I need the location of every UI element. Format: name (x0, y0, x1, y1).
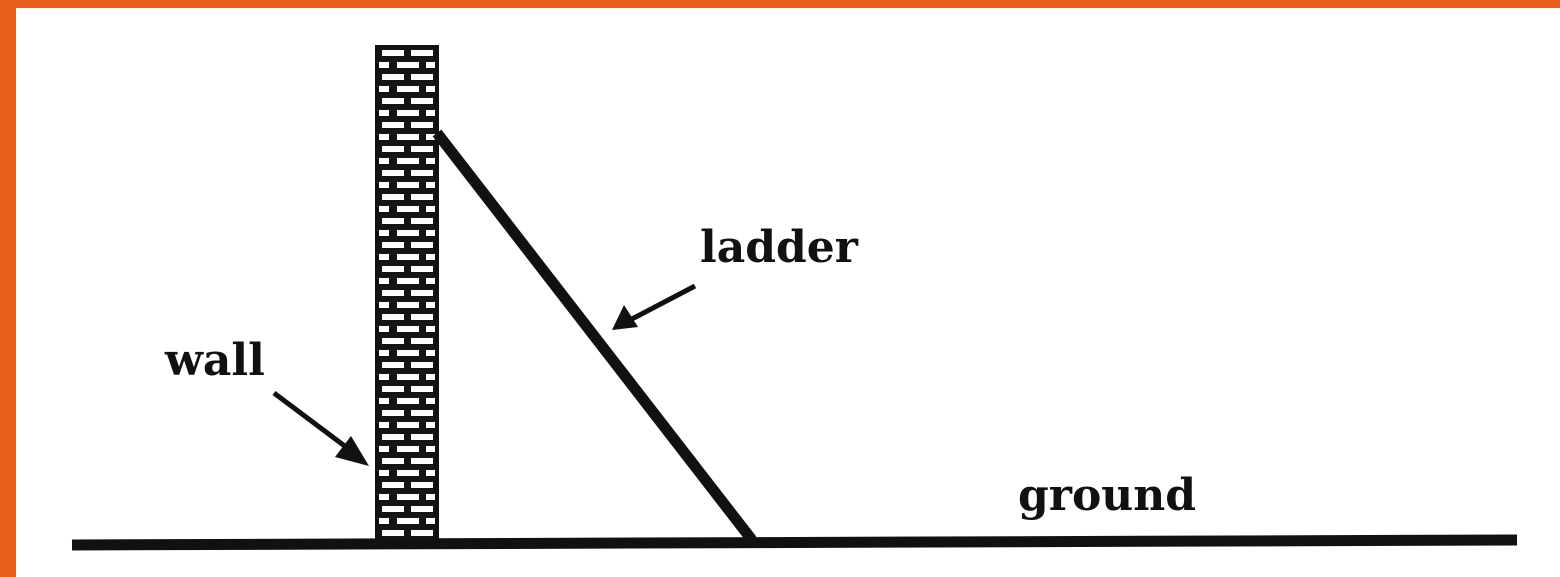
ladder-line (432, 129, 757, 544)
brick-wall (375, 45, 439, 543)
frame-left-accent (0, 0, 16, 577)
ladder-arrow (612, 283, 697, 330)
ground-line (71, 534, 1518, 551)
ladder-label: ladder (700, 222, 859, 273)
ground-label: ground (1018, 470, 1196, 521)
frame-top-accent (0, 0, 1560, 8)
wall-label: wall (164, 335, 265, 386)
wall-arrow (272, 391, 369, 466)
